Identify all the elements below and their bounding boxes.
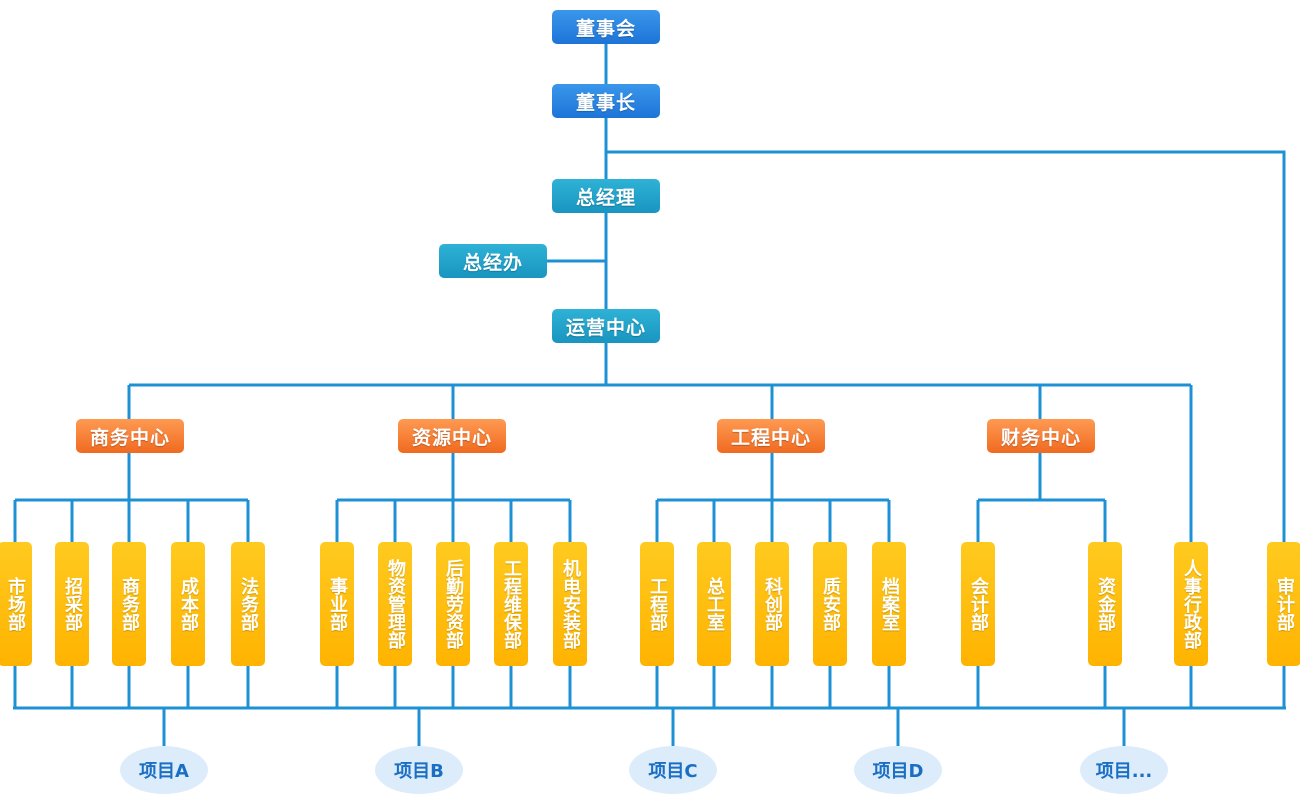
- dept-materials: 物资管理部: [378, 542, 412, 666]
- general-manager-node: 总经理: [552, 179, 660, 213]
- dept-chief-engineer: 总工室: [697, 542, 731, 666]
- dept-accounting: 会计部: [961, 542, 995, 666]
- project-more: 项目...: [1080, 746, 1168, 794]
- dept-hr-admin: 人事行政部: [1174, 542, 1208, 666]
- dept-research: 科创部: [755, 542, 789, 666]
- dept-funds: 资金部: [1088, 542, 1122, 666]
- dept-engineering: 工程部: [640, 542, 674, 666]
- dept-market: 市场部: [0, 542, 32, 666]
- dept-commerce: 商务部: [112, 542, 146, 666]
- resources-center-node: 资源中心: [398, 419, 506, 453]
- project-a: 项目A: [120, 746, 208, 794]
- dept-quality-safety: 质安部: [813, 542, 847, 666]
- operations-center-node: 运营中心: [552, 309, 660, 343]
- project-c: 项目C: [629, 746, 717, 794]
- engineering-center-node: 工程中心: [717, 419, 825, 453]
- business-center-node: 商务中心: [76, 419, 184, 453]
- board-node: 董事会: [552, 10, 660, 44]
- dept-logistics-labor: 后勤劳资部: [436, 542, 470, 666]
- dept-cost: 成本部: [171, 542, 205, 666]
- dept-legal: 法务部: [231, 542, 265, 666]
- dept-archives: 档案室: [872, 542, 906, 666]
- chairman-node: 董事长: [552, 84, 660, 118]
- dept-procurement: 招采部: [55, 542, 89, 666]
- gm-office-node: 总经办: [439, 244, 547, 278]
- dept-audit: 审计部: [1267, 542, 1300, 666]
- audit-connector: [606, 150, 1286, 545]
- finance-center-node: 财务中心: [987, 419, 1095, 453]
- dept-business-unit: 事业部: [320, 542, 354, 666]
- project-d: 项目D: [854, 746, 942, 794]
- dept-mep-install: 机电安装部: [553, 542, 587, 666]
- dept-eng-maintenance: 工程维保部: [494, 542, 528, 666]
- project-b: 项目B: [375, 746, 463, 794]
